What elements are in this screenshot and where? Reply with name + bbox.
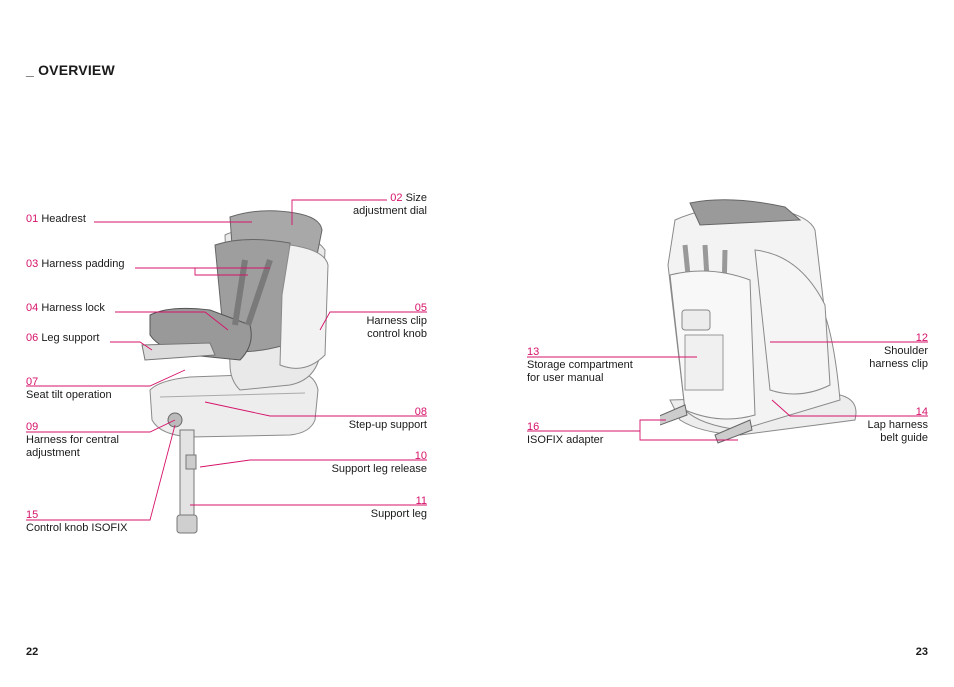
page-number-right: 23 (915, 646, 928, 658)
label-15-control-knob-isofix: 15 Control knob ISOFIX (26, 509, 128, 534)
label-11-support-leg: 11 Support leg (370, 495, 427, 520)
label-07-seat-tilt-operation: 07 Seat tilt operation (26, 376, 112, 401)
label-04-harness-lock: 04 Harness lock (26, 302, 105, 314)
label-16-isofix-adapter: 16 ISOFIX adapter (527, 421, 604, 446)
car-seat-front-illustration (141, 210, 329, 534)
label-10-support-leg-release: 10 Support leg release (331, 450, 427, 475)
label-13-storage-compartment: 13 Storage compartment for user manual (527, 346, 633, 384)
label-08-step-up-support: 08 Step-up support (348, 406, 427, 431)
label-09-harness-central-adjustment: 09 Harness for central adjustment (26, 421, 119, 459)
label-01-headrest: 01 Headrest (26, 213, 86, 225)
label-03-harness-padding: 03 Harness padding (26, 258, 125, 270)
label-14-lap-harness-belt-guide: 14 Lap harness belt guide (867, 406, 928, 444)
page-title: _ OVERVIEW (26, 62, 115, 78)
car-seat-back-illustration (660, 199, 857, 444)
label-05-harness-clip-control-knob: 05 Harness clip control knob (366, 302, 427, 340)
page-number-left: 22 (26, 646, 39, 658)
label-06-leg-support: 06 Leg support (26, 332, 100, 344)
label-12-shoulder-harness-clip: 12 Shoulder harness clip (869, 332, 928, 370)
label-02-size-adjustment-dial: 02 Size adjustment dial (353, 192, 427, 217)
